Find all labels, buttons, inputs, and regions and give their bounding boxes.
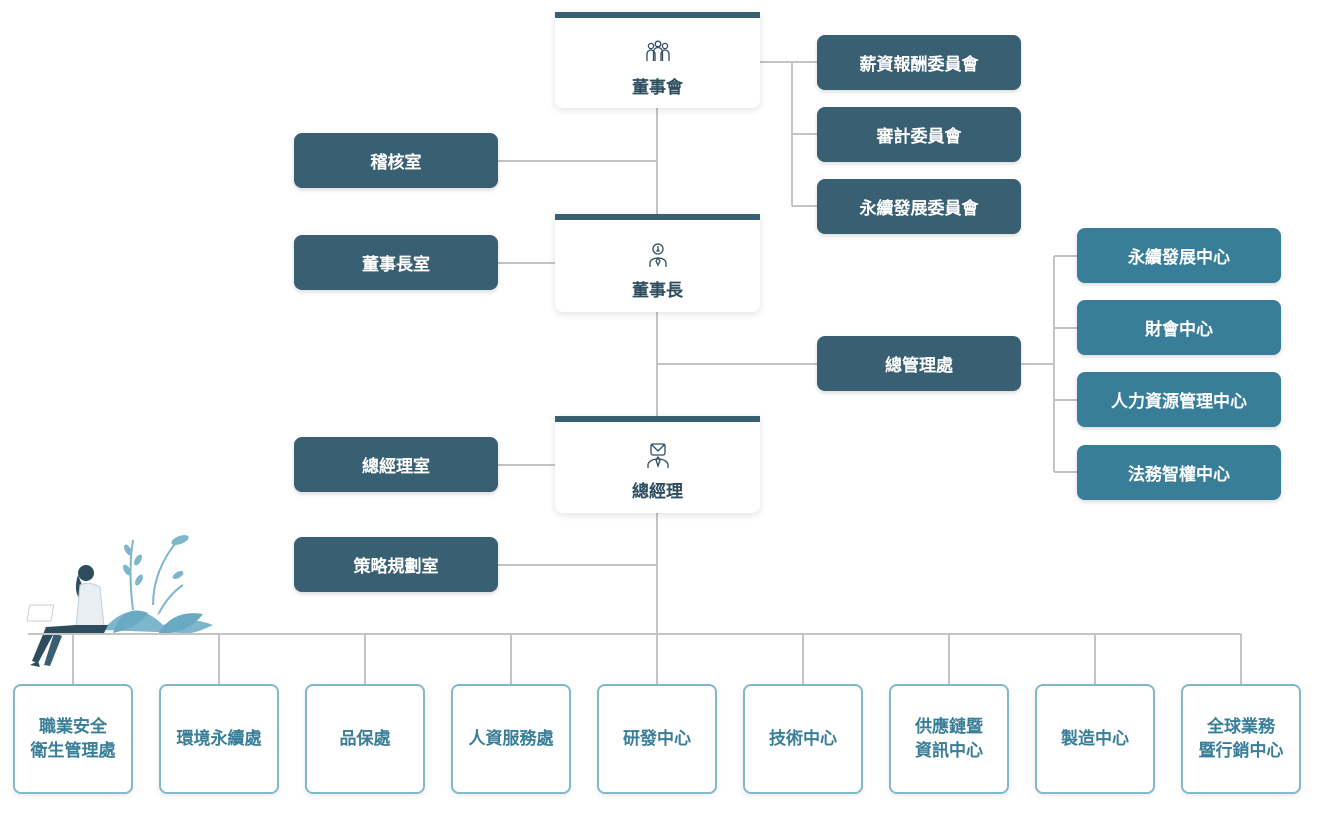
person-tie-icon <box>646 443 669 469</box>
gm-center-node: 永續發展中心 <box>1077 228 1281 283</box>
department-line1: 研發中心 <box>623 729 691 749</box>
department-line2: 暨行銷中心 <box>1198 741 1284 761</box>
department-node: 職業安全 衛生管理處 <box>13 684 133 794</box>
gm-center-node: 財會中心 <box>1077 300 1281 355</box>
committee-node: 薪資報酬委員會 <box>817 35 1021 90</box>
department-node: 人資服務處 <box>451 684 571 794</box>
president-office-node: 總經理室 <box>294 437 498 492</box>
department-node: 環境永續處 <box>159 684 279 794</box>
person-lightbulb-icon <box>648 242 667 267</box>
chairman-node: 董事長 <box>555 214 760 312</box>
board-label: 董事會 <box>632 77 683 98</box>
department-node: 全球業務 暨行銷中心 <box>1181 684 1301 794</box>
department-line2: 資訊中心 <box>915 741 983 761</box>
chairman-office-node: 董事長室 <box>294 235 498 290</box>
general-management-node: 總管理處 <box>817 336 1021 391</box>
president-node: 總經理 <box>555 416 760 513</box>
audit-office-node: 稽核室 <box>294 133 498 188</box>
gm-center-node: 人力資源管理中心 <box>1077 372 1281 427</box>
woman-laptop-illustration <box>26 535 213 667</box>
department-line1: 製造中心 <box>1061 729 1129 749</box>
committee-node: 永續發展委員會 <box>817 179 1021 234</box>
department-line1: 全球業務 <box>1207 717 1275 737</box>
department-line1: 技術中心 <box>769 729 837 749</box>
department-line1: 環境永續處 <box>176 729 262 749</box>
committee-node: 審計委員會 <box>817 107 1021 162</box>
department-node: 技術中心 <box>743 684 863 794</box>
department-line1: 供應鏈暨 <box>915 717 983 737</box>
gm-center-node: 法務智權中心 <box>1077 445 1281 500</box>
department-line2: 衛生管理處 <box>30 741 116 761</box>
president-label: 總經理 <box>632 482 683 502</box>
department-line1: 人資服務處 <box>468 729 554 749</box>
chairman-label: 董事長 <box>632 280 683 301</box>
department-line1: 職業安全 <box>39 717 107 737</box>
group-people-icon <box>645 40 670 61</box>
board-node: 董事會 <box>555 12 760 108</box>
department-line1: 品保處 <box>339 729 391 749</box>
department-node: 製造中心 <box>1035 684 1155 794</box>
strategy-office-node: 策略規劃室 <box>294 537 498 592</box>
department-node: 供應鏈暨 資訊中心 <box>889 684 1009 794</box>
department-node: 品保處 <box>305 684 425 794</box>
department-node: 研發中心 <box>597 684 717 794</box>
